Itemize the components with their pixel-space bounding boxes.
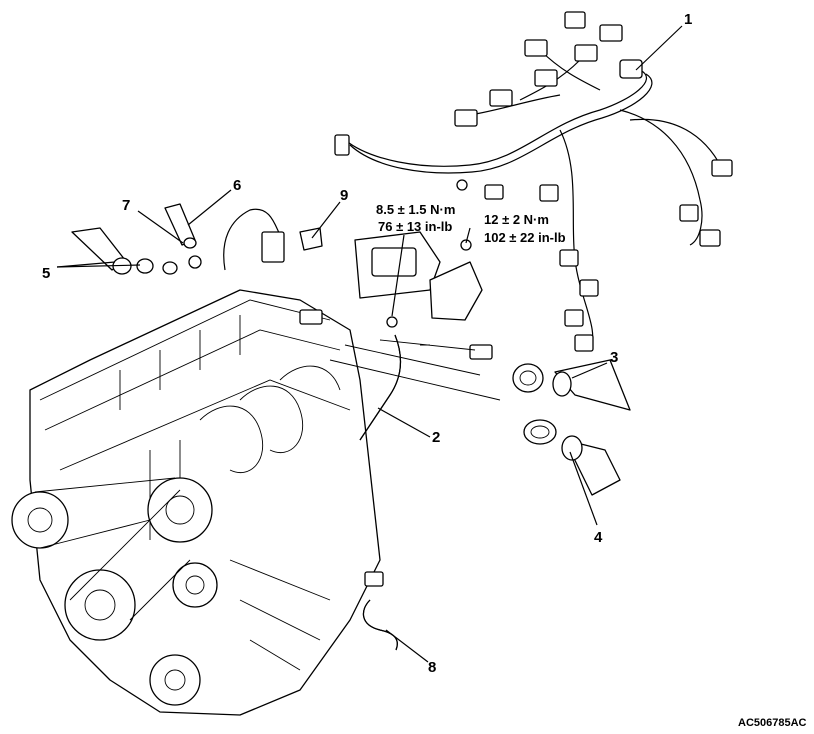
torque-right-metric: 12 ± 2 N·m [484, 212, 549, 227]
callout-9: 9 [340, 187, 348, 204]
leader-lines [56, 25, 683, 663]
torque-specs: 8.5 ± 1.5 N·m 76 ± 13 in-lb 12 ± 2 N·m 1… [376, 202, 566, 245]
callout-6: 6 [233, 177, 241, 194]
torque-left-imperial: 76 ± 13 in-lb [378, 219, 452, 234]
callout-4: 4 [594, 529, 603, 546]
callout-1: 1 [684, 11, 692, 28]
wiring-harness [334, 11, 733, 352]
hoses-and-parts [71, 203, 631, 651]
callout-8: 8 [428, 659, 436, 676]
callout-3: 3 [610, 349, 618, 366]
torque-left-metric: 8.5 ± 1.5 N·m [376, 202, 455, 217]
callout-5: 5 [42, 265, 50, 282]
callout-7: 7 [122, 197, 130, 214]
engine-block [11, 289, 381, 716]
callout-labels: 1 2 3 4 5 6 7 8 9 [42, 11, 692, 676]
torque-right-imperial: 102 ± 22 in-lb [484, 230, 566, 245]
figure-code: AC506785AC [738, 717, 807, 729]
callout-2: 2 [432, 429, 440, 446]
